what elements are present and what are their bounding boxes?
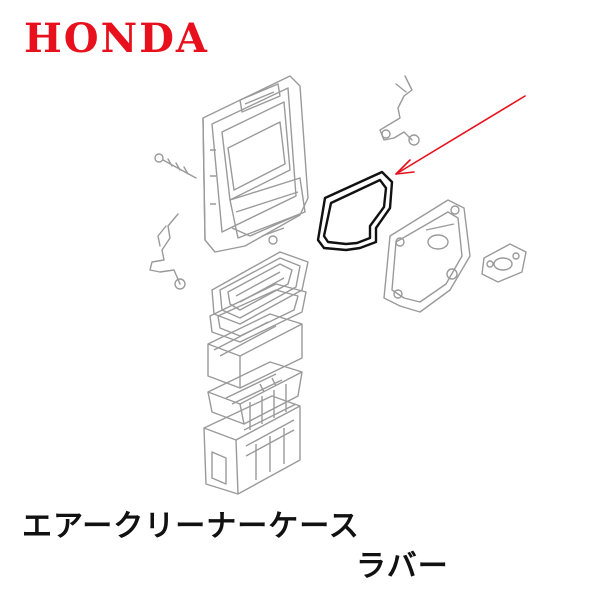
brand-logo: HONDA xyxy=(24,15,209,62)
gasket-highlighted xyxy=(316,170,394,252)
frame-gasket-lower xyxy=(209,283,307,343)
wire-clip-left xyxy=(149,213,186,290)
bottom-case xyxy=(203,395,301,495)
air-cleaner-case xyxy=(202,75,309,253)
caption-line-2: ラバー xyxy=(356,549,449,584)
mounting-bolt xyxy=(154,153,197,179)
cover-plate xyxy=(383,199,471,313)
caption-line-1: エアークリーナーケース xyxy=(22,509,360,544)
filter-element xyxy=(207,313,303,389)
wire-clip-top xyxy=(379,75,420,146)
filter-holder-grid xyxy=(207,361,303,431)
pointer-arrow xyxy=(395,95,526,175)
flange-gasket xyxy=(481,243,527,283)
